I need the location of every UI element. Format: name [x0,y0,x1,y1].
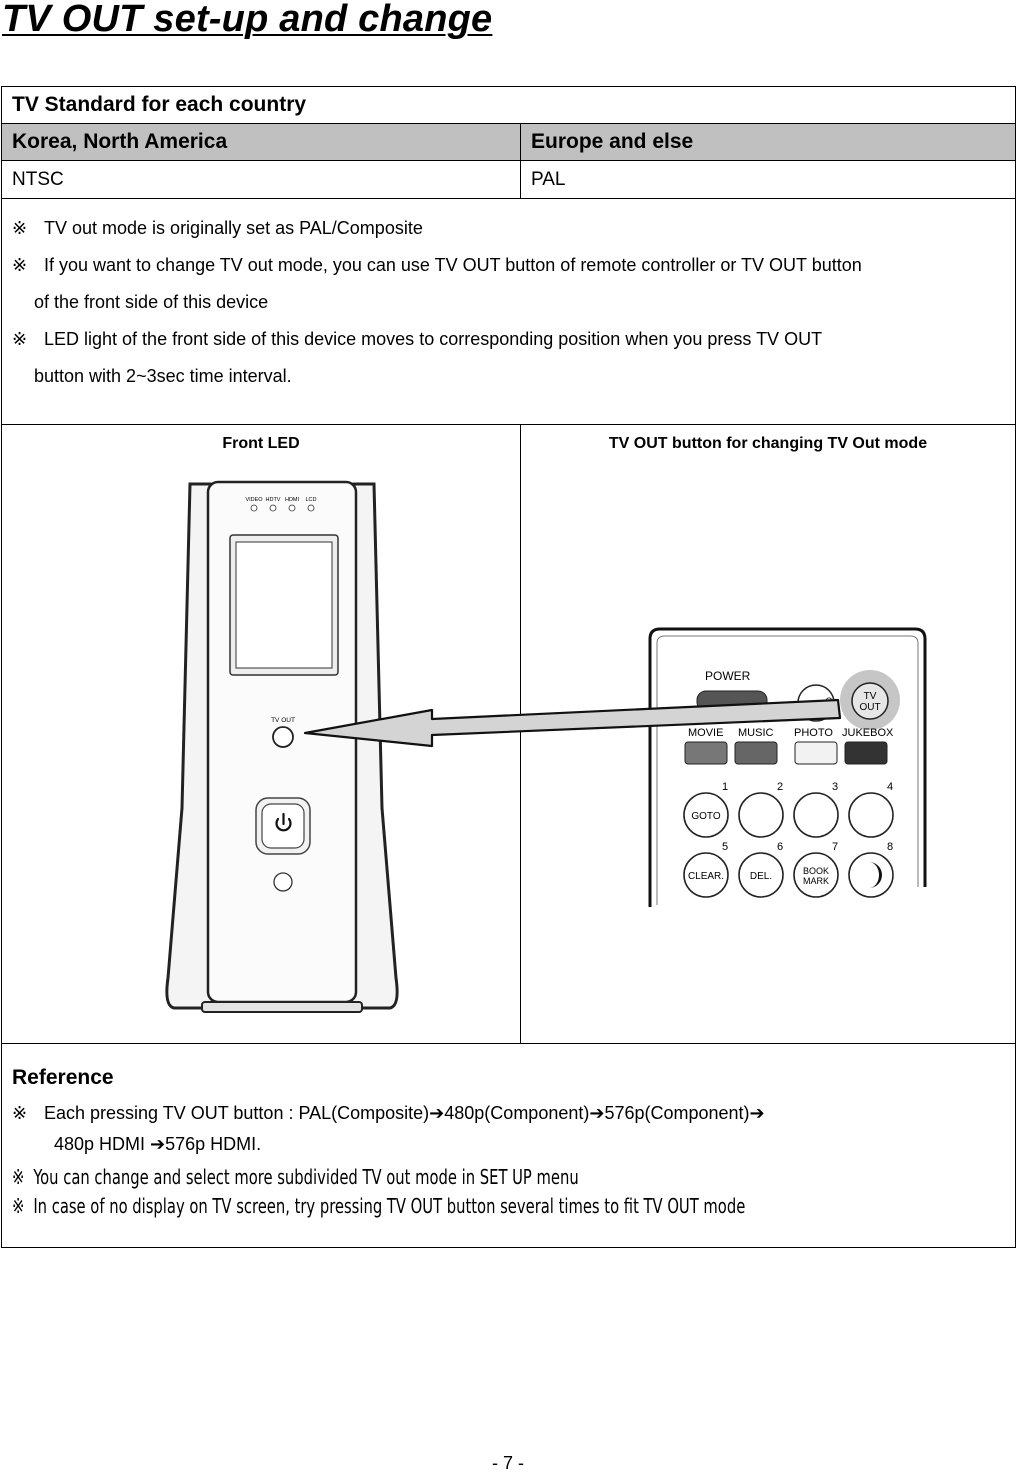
remote-power-label: POWER [705,669,751,683]
remote-jukebox-label: JUKEBOX [842,727,894,739]
note-mark: ※ [12,329,28,349]
small-round-button [273,872,293,892]
remote-book-label: BOOK [803,866,829,876]
remote-num-7: 7 [832,841,838,853]
remote-button-3[interactable] [793,792,839,838]
arrow-icon: ➔ [749,1102,765,1123]
tvout-button [272,726,294,748]
remote-clear-label: CLEAR. [688,871,724,882]
device-shell [165,482,216,1010]
tvout-label: TV OUT [271,717,295,724]
note-mark: ※ [12,255,28,275]
reference-text: Each pressing TV OUT button : PAL(Compos… [44,1102,430,1123]
led-lcd [307,504,315,512]
standard-ntsc: NTSC [1,160,521,199]
remote-num-4: 4 [887,781,893,793]
front-led-caption: Front LED [222,435,300,452]
reference-text: 576p HDMI. [165,1133,262,1154]
remote-o-label: O [825,696,832,706]
remote-bookmark-button[interactable] [793,852,839,898]
remote-out-small-label: OUT [802,710,818,717]
remote-out-label: OUT [859,702,880,713]
reference-line-1b: 480p HDMI ➔576p HDMI. [12,1133,1005,1154]
led-hdtv [269,504,277,512]
arrow-icon: ➔ [589,1102,605,1123]
led-label-lcd: LCD [305,497,316,503]
power-icon [275,817,292,832]
tvout-button-cell: TV OUT button for changing TV Out mode P… [520,424,1016,1044]
note-mark: ※ [12,218,28,238]
header-korea-north-america: Korea, North America [1,123,521,161]
device-base [201,1001,363,1013]
remote-photo-button[interactable] [794,741,838,765]
remote-power-button[interactable] [696,690,768,712]
table-caption: TV Standard for each country [1,86,1016,124]
note-1: ※ TV out mode is originally set as PAL/Co… [12,219,1005,238]
led-video [250,504,258,512]
header-europe-and-else: Europe and else [520,123,1016,161]
reference-text: In case of no display on TV screen, try … [33,1193,746,1218]
led-label-video: VIDEO [245,497,263,503]
note-2: ※ If you want to change TV out mode, you … [12,256,1005,312]
remote-movie-button[interactable] [684,741,728,765]
remote-goto-label: GOTO [691,811,720,822]
moon-icon [869,862,882,888]
lcd-screen [235,541,333,669]
notes-cell: ※ TV out mode is originally set as PAL/Co… [1,198,1016,425]
note-text-continued: of the front side of this device [34,292,269,312]
led-hdmi [288,504,296,512]
page-title: TV OUT set-up and change [2,0,493,40]
remote-music-button[interactable] [734,741,778,765]
remote-mark-label: MARK [803,876,829,886]
note-text: TV out mode is originally set as PAL/Com… [44,218,423,238]
device-front-illustration: VIDEO HDTV HDMI LCD TV OUT [165,480,399,1013]
arrow-icon: ➔ [429,1102,445,1123]
reference-text: 576p(Component) [604,1102,750,1123]
remote-button-4[interactable] [848,792,894,838]
remote-moon-button[interactable] [848,852,894,898]
remote-num-8: 8 [887,841,893,853]
tv-standard-table: TV Standard for each country Korea, Nort… [1,86,1016,1248]
standard-pal: PAL [520,160,1016,199]
led-label-hdmi: HDMI [285,497,300,503]
remote-tv-label: TV [864,691,877,702]
remote-button-2[interactable] [738,792,784,838]
reference-line-1: ※ Each pressing TV OUT button : PAL(Compo… [12,1102,1005,1123]
reference-line-2: ※ You can change and select more subdivid… [12,1164,826,1189]
arrow-icon: ➔ [150,1133,166,1154]
note-text-continued: button with 2~3sec time interval. [34,366,292,386]
remote-num-6: 6 [777,841,783,853]
remote-movie-label: MOVIE [688,727,723,739]
remote-photo-label: PHOTO [794,727,833,739]
reference-title: Reference [12,1065,114,1089]
remote-del-label: DEL. [750,871,772,882]
note-text: If you want to change TV out mode, you c… [44,255,862,275]
remote-num-2: 2 [777,781,783,793]
page-number: - 7 - [491,1453,524,1473]
remote-jukebox-button[interactable] [844,741,888,765]
remote-music-label: MUSIC [738,727,774,739]
reference-cell: Reference ※ Each pressing TV OUT button :… [1,1043,1016,1248]
remote-num-1: 1 [722,781,728,793]
remote-num-3: 3 [832,781,838,793]
remote-del-button[interactable] [738,852,784,898]
remote-illustration: POWER O OUT TV OUT MOVIE MUSIC PHOTO JUK… [648,627,927,907]
reference-mark: ※ [12,1193,25,1218]
reference-mark: ※ [12,1102,28,1123]
remote-goto-button[interactable] [683,792,729,838]
note-text: LED light of the front side of this devi… [44,329,823,349]
remote-clear-button[interactable] [683,852,729,898]
remote-num-5: 5 [722,841,728,853]
reference-text: 480p HDMI [54,1133,151,1154]
power-button [261,803,305,849]
note-3: ※ LED light of the front side of this dev… [12,330,1005,386]
led-label-hdtv: HDTV [266,497,281,503]
reference-mark: ※ [12,1164,25,1189]
remote-tvout-button[interactable] [851,682,889,720]
reference-text: You can change and select more subdivide… [33,1164,579,1189]
reference-line-3: ※ In case of no display on TV screen, try… [12,1193,826,1218]
reference-text: 480p(Component) [444,1102,590,1123]
front-led-cell: Front LED VIDEO HDTV HDMI LCD [1,424,521,1044]
tvout-button-caption: TV OUT button for changing TV Out mode [608,435,928,452]
